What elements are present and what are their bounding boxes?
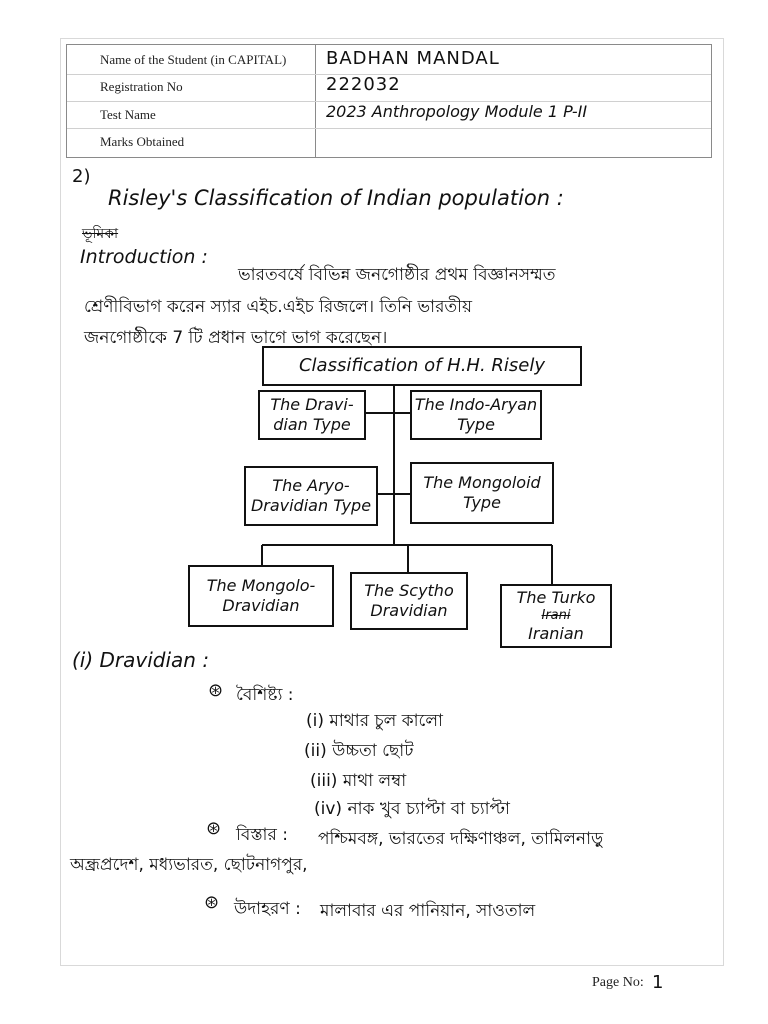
bullet-icon: ⊛ <box>208 680 224 701</box>
diagram-node-aryo-dravidian: The Aryo-Dravidian Type <box>244 466 378 526</box>
struck-irani: Irani <box>541 608 571 623</box>
question-number: 2) <box>72 166 91 187</box>
diagram-node-turko-iranian: The Turko Irani Iranian <box>500 584 612 648</box>
feature-item: (iv) নাক খুব চ্যাপ্টা বা চ্যাপ্টা <box>314 799 510 819</box>
label-marks: Marks Obtained <box>100 134 185 149</box>
feature-item: (iii) মাথা লম্বা <box>310 771 407 791</box>
intro-line-2: শ্রেণীবিভাগ করেন স্যার এইচ.এইচ রিজলে। তি… <box>84 297 473 317</box>
intro-line-1: ভারতবর্ষে বিভিন্ন জনগোষ্ঠীর প্রথম বিজ্ঞা… <box>238 265 556 285</box>
value-registration: 222032 <box>326 74 401 95</box>
bullet-icon: ⊛ <box>206 818 222 839</box>
turko-line: The Turko <box>516 588 596 607</box>
diagram-node-dravidian: The Dravi-dian Type <box>258 390 366 440</box>
example-text: মালাবার এর পানিয়ান, সাওতাল <box>320 901 536 921</box>
value-test-name: 2023 Anthropology Module 1 P-II <box>326 102 588 121</box>
diagram-node-indo-aryan: The Indo-Aryan Type <box>410 390 542 440</box>
diagram-root-box: Classification of H.H. Risely <box>262 346 582 386</box>
struck-word: ভূমিকা <box>82 226 119 242</box>
iranian-line: Iranian <box>528 624 584 643</box>
diagram-node-mongoloid: The Mongoloid Type <box>410 462 554 524</box>
answer-sheet <box>60 38 724 966</box>
answer-title: Risley's Classification of Indian popula… <box>108 186 564 210</box>
distribution-line-2: অন্ধ্রপ্রদেশ, মধ্যভারত, ছোটনাগপুর, <box>70 855 308 875</box>
table-divider <box>67 128 711 129</box>
page-number-label: Page No: <box>592 975 644 990</box>
example-label: উদাহরণ : <box>234 899 301 919</box>
label-test-name: Test Name <box>100 107 156 122</box>
diagram-node-mongolo-dravidian: The Mongolo-Dravidian <box>188 565 334 627</box>
value-student-name: BADHAN MANDAL <box>326 48 500 69</box>
label-student-name: Name of the Student (in CAPITAL) <box>100 52 287 67</box>
label-registration: Registration No <box>100 79 183 94</box>
diagram-node-scytho-dravidian: The Scytho Dravidian <box>350 572 468 630</box>
table-divider <box>67 101 711 102</box>
bullet-icon: ⊛ <box>204 892 220 913</box>
section-heading: (i) Dravidian : <box>72 648 210 672</box>
distribution-line-1: পশ্চিমবঙ্গ, ভারতের দক্ষিণাঞ্চল, তামিলনাড… <box>318 829 604 849</box>
feature-item: (i) মাথার চুল কালো <box>306 711 443 731</box>
introduction-label: Introduction : <box>80 246 208 268</box>
features-label: বৈশিষ্ট্য : <box>236 685 294 705</box>
page-number-value: 1 <box>652 972 664 993</box>
feature-item: (ii) উচ্চতা ছোট <box>304 741 414 761</box>
distribution-label: বিস্তার : <box>236 825 288 845</box>
table-divider <box>67 74 711 75</box>
intro-line-3: জনগোষ্ঠীকে 7 টি প্রধান ভাগে ভাগ করেছেন। <box>84 328 388 348</box>
student-info-table <box>66 44 712 158</box>
